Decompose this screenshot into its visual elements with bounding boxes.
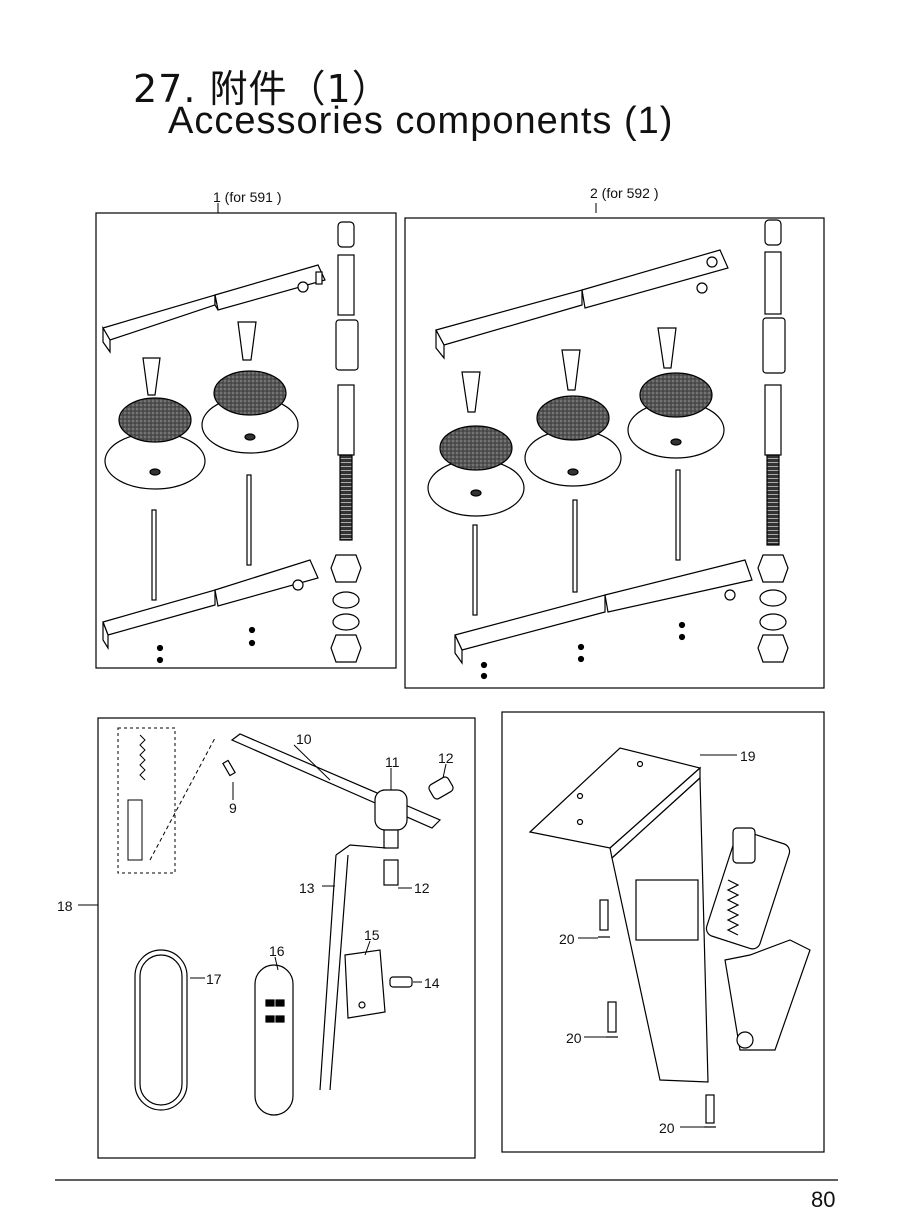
callout-20-c: 20 [659,1120,675,1136]
screw-20-c [704,1094,716,1128]
stand-column-591 [330,221,362,663]
spool-holder-c-592 [627,327,725,459]
block-11 [374,776,454,886]
panel-592-label: 2 (for 592 ) [590,185,659,201]
callout-19: 19 [740,748,756,764]
callout-13: 13 [299,880,315,896]
callout-12-top: 12 [438,750,454,766]
callout-20-a: 20 [559,931,575,947]
cushion-17 [134,949,188,1111]
callout-15: 15 [364,927,380,943]
bracket-15 [344,949,413,1019]
spool-holder-left-591 [104,357,206,490]
bracket-19 [528,747,811,1083]
screw-20-a [598,899,610,938]
panel-591 [95,203,397,669]
spool-holder-b-592 [524,349,622,487]
panel-592 [404,203,825,689]
bottom-arm-592 [454,559,753,680]
page-number: 80 [811,1187,836,1212]
spool-rods-591 [151,474,252,601]
callout-20-b: 20 [566,1030,582,1046]
spool-holder-right-591 [201,321,299,454]
callout-14: 14 [424,975,440,991]
screw-20-b [606,1001,618,1038]
top-arm-592 [435,249,729,360]
callout-16: 16 [269,943,285,959]
plate-16 [254,964,294,1116]
panel-591-label: 1 (for 591 ) [213,189,282,205]
callout-18: 18 [57,898,73,914]
panel-lower-right [501,711,825,1153]
callout-11: 11 [385,754,400,770]
leader-lines [190,744,737,1128]
spool-rods-592 [472,469,681,616]
bottom-arm-591 [102,559,319,664]
callout-9: 9 [229,800,237,816]
section-title-cn: 27. 附件（1） [133,67,391,111]
callout-10: 10 [296,731,312,747]
top-arm-591 [102,264,326,354]
callout-12-bottom: 12 [414,880,430,896]
spool-holder-a-592 [427,371,525,517]
panel-lower-left [78,717,476,1159]
section-title-en: Accessories components (1) [168,100,674,142]
callout-17: 17 [206,971,222,987]
stand-column-592 [757,219,789,663]
bent-rod-13 [319,844,387,1091]
